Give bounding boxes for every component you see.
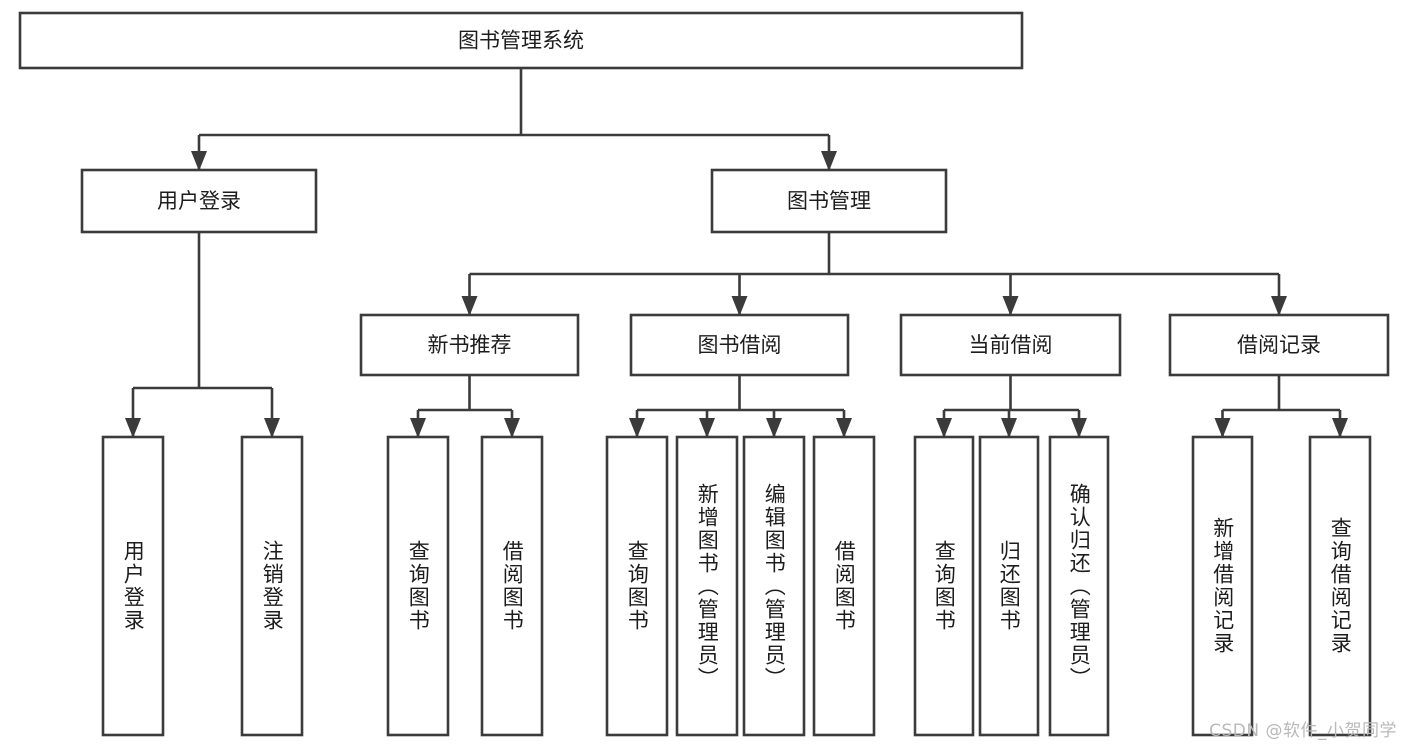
arrow-head-icon-book-borrow [731, 296, 748, 316]
node-box-add-borrow-record[interactable] [1191, 435, 1254, 737]
node-box-book-borrow[interactable] [629, 313, 850, 377]
node-box-confirm-return-admin[interactable] [1048, 435, 1110, 737]
node-label-current-borrow: 当前借阅 [969, 333, 1053, 357]
node-box-book-management-system[interactable] [18, 11, 1024, 70]
arrow-head-icon-book-management [821, 151, 837, 171]
node-box-new-book-recommend[interactable] [359, 313, 580, 377]
node-box-return-book[interactable] [978, 435, 1040, 737]
node-box-query-book[interactable] [386, 435, 450, 737]
arrow-head-icon-query-book [936, 418, 952, 438]
arrow-head-icon-return-book [1001, 418, 1017, 438]
arrow-head-icon-query-book [410, 418, 426, 438]
node-label-book-borrow: 图书借阅 [698, 333, 782, 357]
node-box-user-login[interactable] [101, 435, 165, 737]
node-label-book-management: 图书管理 [787, 189, 871, 213]
watermark-text: CSDN @软件_小贺同学 [1209, 721, 1397, 741]
arrow-head-icon-query-borrow-record [1332, 418, 1348, 438]
arrow-head-icon-logout-login [264, 418, 280, 438]
node-box-borrow-record[interactable] [1168, 313, 1390, 377]
node-box-add-book-admin[interactable] [675, 435, 739, 737]
arrow-head-icon-user-login [125, 418, 141, 438]
arrow-head-icon-add-borrow-record [1214, 418, 1231, 438]
node-box-borrow-book[interactable] [812, 435, 876, 737]
arrow-head-icon-confirm-return-admin [1071, 418, 1087, 438]
node-box-query-book[interactable] [913, 435, 975, 737]
arrow-head-icon-add-book-admin [699, 418, 715, 438]
arrow-head-icon-query-book [629, 418, 645, 438]
node-box-logout-login[interactable] [240, 435, 304, 737]
arrow-head-icon-borrow-book [504, 418, 520, 438]
connectors-layer [125, 68, 1348, 438]
node-box-book-management[interactable] [710, 168, 948, 234]
node-box-edit-book-admin[interactable] [742, 435, 806, 737]
node-box-query-borrow-record[interactable] [1308, 435, 1372, 737]
arrow-head-icon-user-login [191, 151, 207, 171]
node-label-borrow-record: 借阅记录 [1237, 333, 1321, 357]
node-box-query-book[interactable] [605, 435, 669, 737]
node-box-user-login[interactable] [80, 168, 318, 234]
node-box-borrow-book[interactable] [480, 435, 544, 737]
node-label-user-login: 用户登录 [157, 189, 241, 213]
node-boxes-layer [18, 11, 1390, 737]
node-label-new-book-recommend: 新书推荐 [428, 333, 512, 357]
node-label-book-management-system: 图书管理系统 [458, 29, 584, 53]
arrow-head-icon-borrow-book [836, 418, 852, 438]
arrow-head-icon-edit-book-admin [766, 418, 782, 438]
arrow-head-icon-new-book-recommend [461, 296, 478, 316]
arrow-head-icon-borrow-record [1271, 296, 1287, 316]
node-box-current-borrow[interactable] [899, 313, 1122, 377]
arrow-head-icon-current-borrow [1002, 296, 1019, 316]
